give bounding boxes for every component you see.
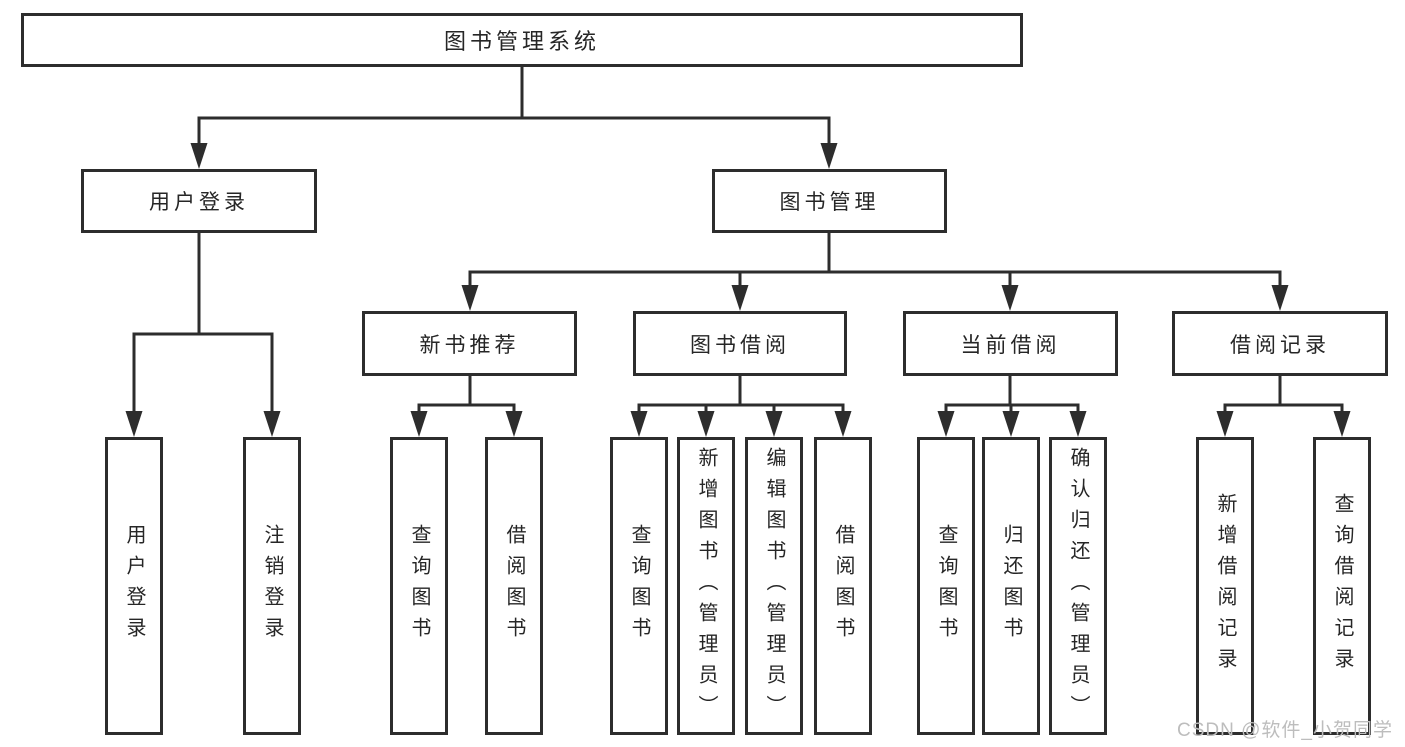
leaf-label: 编辑图书（管理员） — [763, 446, 785, 726]
node-new-book-recommend: 新书推荐 — [362, 311, 577, 376]
leaf-label: 归还图书 — [1000, 524, 1022, 648]
node-user-login: 用户登录 — [81, 169, 317, 233]
leaf-label: 查询借阅记录 — [1331, 493, 1353, 679]
leaf-add-borrow-record: 新增借阅记录 — [1196, 437, 1254, 735]
leaf-label: 新增借阅记录 — [1214, 493, 1236, 679]
leaf-label: 新增图书（管理员） — [695, 446, 717, 726]
leaf-label: 注销登录 — [261, 524, 283, 648]
leaf-query-borrow-record: 查询借阅记录 — [1313, 437, 1371, 735]
node-book-borrow: 图书借阅 — [633, 311, 847, 376]
node-book-management: 图书管理 — [712, 169, 947, 233]
leaf-borrow-book: 借阅图书 — [814, 437, 872, 735]
node-root: 图书管理系统 — [21, 13, 1023, 67]
leaf-borrow-book-recommend: 借阅图书 — [485, 437, 543, 735]
connector-book-borrow-children — [630, 376, 852, 437]
connector-book-management-to-level3 — [461, 233, 1289, 311]
connector-user-login-children — [125, 233, 281, 437]
node-borrow-records: 借阅记录 — [1172, 311, 1388, 376]
leaf-add-book-admin: 新增图书（管理员） — [677, 437, 735, 735]
leaf-label: 确认归还（管理员） — [1067, 446, 1089, 726]
leaf-query-book-current: 查询图书 — [917, 437, 975, 735]
connector-new-book-children — [410, 376, 523, 437]
leaf-user-login: 用户登录 — [105, 437, 163, 735]
leaf-label: 借阅图书 — [503, 524, 525, 648]
leaf-label: 查询图书 — [628, 524, 650, 648]
leaf-label: 查询图书 — [408, 524, 430, 648]
leaf-logout: 注销登录 — [243, 437, 301, 735]
leaf-query-book-recommend: 查询图书 — [390, 437, 448, 735]
leaf-label: 借阅图书 — [832, 524, 854, 648]
csdn-watermark: CSDN @软件_小贺同学 — [1177, 720, 1393, 741]
leaf-confirm-return-admin: 确认归还（管理员） — [1049, 437, 1107, 735]
connector-borrow-records-children — [1216, 376, 1351, 437]
leaf-label: 用户登录 — [123, 524, 145, 648]
connector-root-to-level2 — [190, 67, 838, 169]
node-current-borrow: 当前借阅 — [903, 311, 1118, 376]
leaf-label: 查询图书 — [935, 524, 957, 648]
leaf-edit-book-admin: 编辑图书（管理员） — [745, 437, 803, 735]
connector-current-borrow-children — [937, 376, 1087, 437]
leaf-return-book: 归还图书 — [982, 437, 1040, 735]
leaf-query-book-borrow: 查询图书 — [610, 437, 668, 735]
